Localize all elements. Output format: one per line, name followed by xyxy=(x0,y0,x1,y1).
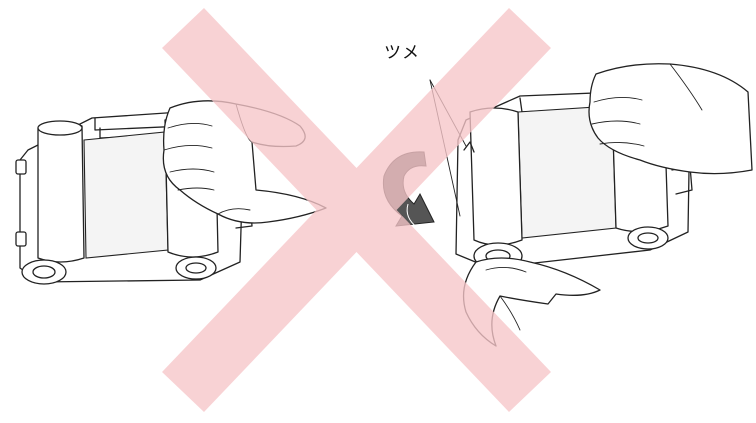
right-cartridge xyxy=(456,64,752,346)
claw-callout-label: ツメ xyxy=(384,45,420,62)
right-takeup-roll xyxy=(470,108,522,245)
left-ribbon-sheet xyxy=(84,132,168,258)
left-supply-roll xyxy=(38,122,84,262)
